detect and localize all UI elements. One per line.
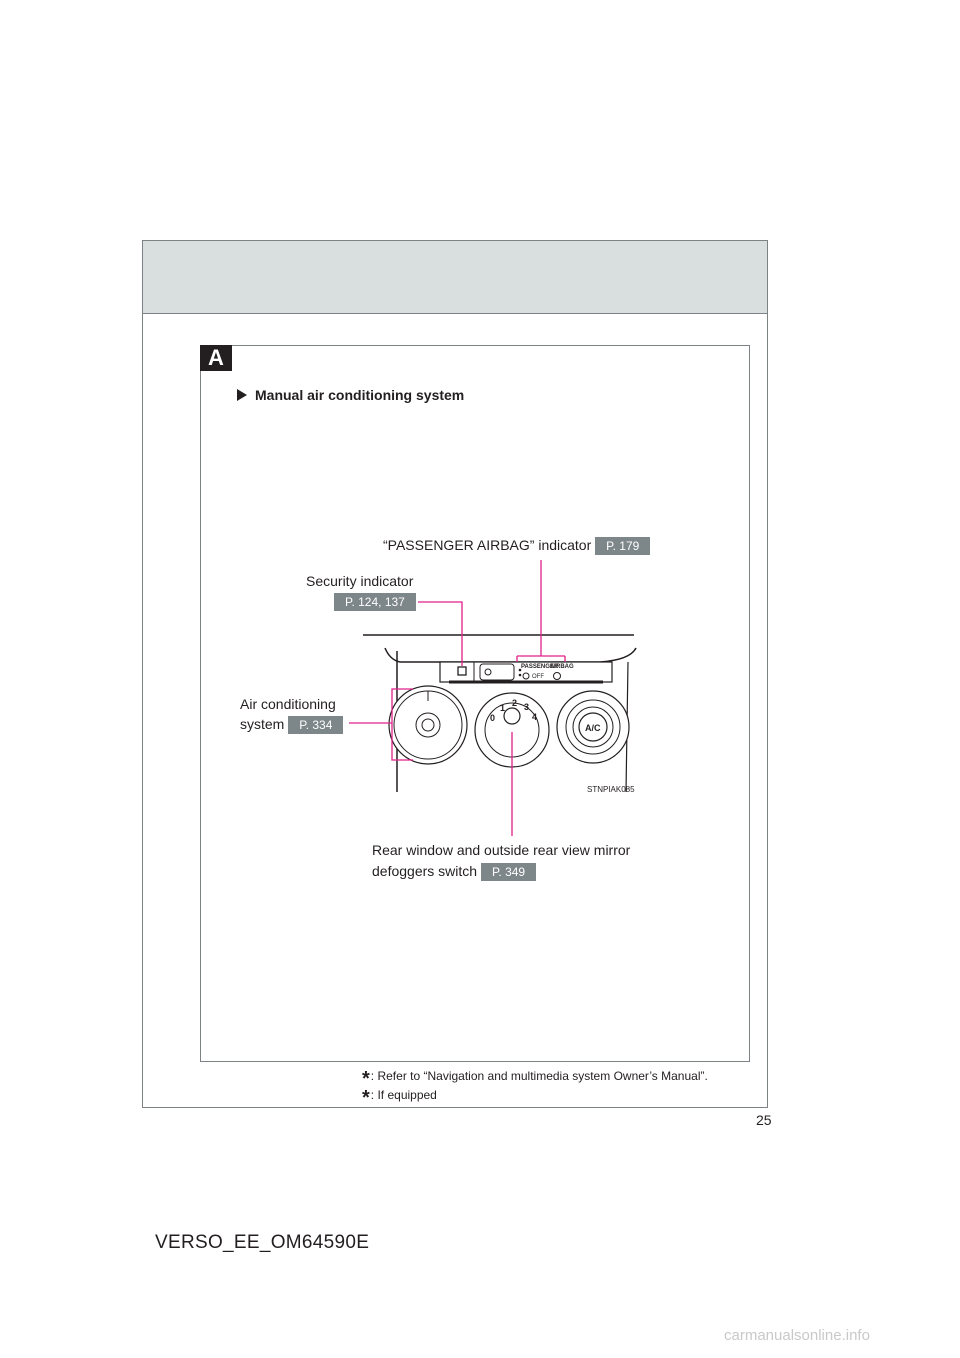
ac-callout-line2: system P. 334: [240, 716, 344, 734]
triangle-bullet-icon: [237, 389, 247, 401]
ac-dial-inner: [572, 706, 614, 748]
watermark: carmanualsonline.info: [724, 1327, 870, 1344]
section-heading: Manual air conditioning system: [237, 387, 464, 403]
security-callout-ref: P. 124, 137: [334, 593, 416, 611]
defogger-callout-label-line2: defoggers switch: [372, 863, 478, 879]
defogger-callout-label-line1: Rear window and outside rear view mirror: [372, 842, 631, 858]
defogger-page-ref[interactable]: P. 349: [480, 863, 537, 881]
ac-callout-bracket: [391, 688, 413, 761]
left-dial-outer: [388, 685, 468, 765]
security-indicator-icon: [457, 666, 467, 676]
left-dial-center: [415, 712, 441, 738]
passenger-text: PASSENGER: [521, 664, 559, 670]
ac-callout-label-line2: system: [240, 716, 285, 732]
section-heading-text: Manual air conditioning system: [255, 387, 465, 403]
ac-text: A/C: [585, 723, 601, 733]
airbag-text: AIRBAG: [550, 664, 574, 670]
strip-switch-cluster: [479, 663, 515, 681]
defogger-callout-line2: defoggers switch P. 349: [372, 863, 537, 881]
asterisk-1-icon: *: [362, 1068, 370, 1090]
security-page-ref[interactable]: P. 124, 137: [334, 593, 416, 611]
fan-scale-4: 4: [532, 712, 537, 722]
off-text: OFF: [532, 674, 544, 680]
rear-defogger-button-icon: [503, 707, 521, 725]
ac-button: [578, 712, 608, 742]
document-code: VERSO_EE_OM64590E: [155, 1232, 370, 1253]
ac-dial-ring: [565, 699, 621, 755]
ac-page-ref[interactable]: P. 334: [288, 716, 344, 734]
fan-scale-1: 1: [500, 703, 505, 713]
airbag-callout-label: “PASSENGER AIRBAG” indicator: [383, 537, 592, 553]
page-frame: [142, 240, 768, 1108]
airbag-callout: “PASSENGER AIRBAG” indicator P. 179: [383, 537, 651, 555]
fan-scale-0: 0: [490, 713, 495, 723]
security-callout-label: Security indicator: [306, 573, 414, 589]
fan-scale-2: 2: [512, 698, 517, 708]
security-callout-line: [418, 601, 463, 666]
footnote-1-text: : Refer to “Navigation and multimedia sy…: [370, 1069, 708, 1083]
footnote-1: *: Refer to “Navigation and multimedia s…: [362, 1068, 708, 1091]
asterisk-2-icon: *: [362, 1087, 370, 1109]
airbag-person-icon: [522, 672, 530, 680]
strip-dot: [518, 673, 522, 677]
page-number: 25: [756, 1112, 772, 1128]
content-box: [200, 345, 750, 1062]
strip-dot: [518, 668, 522, 672]
strip-knob-icon: [484, 668, 492, 676]
ac-callout-label-line1: Air conditioning: [240, 696, 336, 712]
fan-scale-3: 3: [524, 702, 529, 712]
airbag-page-ref[interactable]: P. 179: [595, 537, 651, 555]
airbag-on-icon: [553, 672, 561, 680]
dash-upper-curve: [384, 647, 637, 663]
recirculation-icon: [421, 718, 435, 732]
footnote-2: *: If equipped: [362, 1087, 437, 1110]
section-tab: A: [200, 345, 232, 371]
footnote-2-text: : If equipped: [370, 1088, 437, 1102]
illustration-code: STNPIAK085: [587, 785, 635, 794]
